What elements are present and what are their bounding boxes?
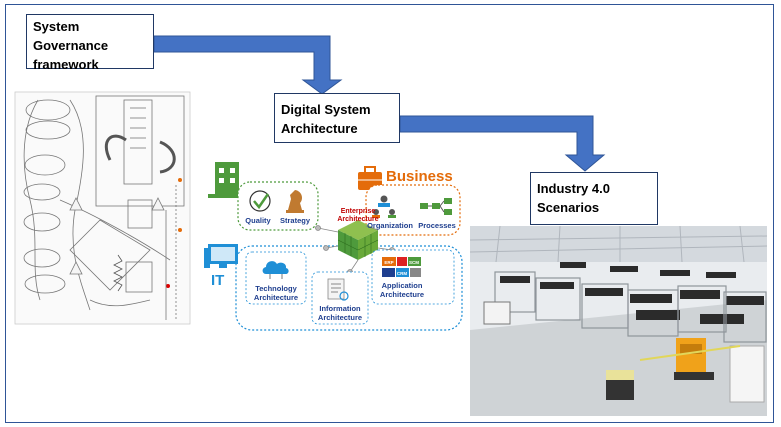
processes-icon — [420, 198, 452, 215]
technology-label-line2: Architecture — [254, 293, 298, 302]
enterprise-label-line2: Architecture — [337, 216, 378, 223]
enterprise-label-line1: Enterprise — [341, 208, 376, 215]
check-icon — [249, 190, 271, 212]
cloud-icon — [262, 261, 289, 279]
chess-knight-icon — [286, 190, 304, 213]
strategy-label: Strategy — [280, 216, 311, 225]
application-label-line2: Architecture — [380, 290, 424, 299]
outer-frame — [5, 4, 774, 423]
governance-framework-box: System Governance framework — [26, 14, 154, 72]
arrow-governance-to-architecture — [153, 35, 343, 95]
monitor-icon — [204, 244, 238, 268]
governance-framework-sketch — [14, 91, 191, 325]
factory-photo — [469, 225, 768, 416]
digital-architecture-box: Digital System Architecture — [274, 93, 400, 143]
arrow-architecture-to-industry — [399, 115, 606, 172]
it-title: IT — [211, 272, 224, 289]
industry-label-line1: Industry 4.0 — [537, 181, 610, 196]
architecture-label-line1: Digital System — [281, 102, 371, 117]
industry-scenarios-box: Industry 4.0 Scenarios — [530, 172, 658, 225]
governance-label-line3: framework — [33, 57, 99, 72]
enterprise-cube-icon — [337, 220, 379, 260]
agv-robot-icon — [674, 338, 714, 380]
information-label-line2: Architecture — [318, 313, 362, 322]
cube-connectors — [315, 225, 395, 275]
application-tags — [382, 257, 421, 277]
governance-label-line1: System — [33, 19, 80, 34]
business-title: Business — [386, 168, 453, 185]
industry-label-line2: Scenarios — [537, 200, 600, 215]
processes-label: Processes — [418, 221, 456, 230]
technology-card — [245, 251, 307, 305]
tag-crm: CRM — [397, 271, 407, 276]
architecture-label-line2: Architecture — [281, 121, 358, 136]
quality-label: Quality — [245, 216, 271, 225]
tag-scm: SCM — [409, 260, 419, 265]
application-label-line1: Application — [382, 281, 423, 290]
architecture-graphic — [204, 162, 463, 331]
business-panel-right — [365, 184, 461, 236]
organization-label: Organization — [367, 221, 413, 230]
building-icon — [208, 162, 246, 198]
governance-label-line2: Governance — [33, 38, 109, 53]
technology-label-line1: Technology — [255, 284, 297, 293]
information-label-line1: Information — [319, 304, 361, 313]
organization-icon — [372, 195, 396, 218]
document-icon — [327, 278, 349, 301]
tag-erp: ERP — [384, 260, 393, 265]
